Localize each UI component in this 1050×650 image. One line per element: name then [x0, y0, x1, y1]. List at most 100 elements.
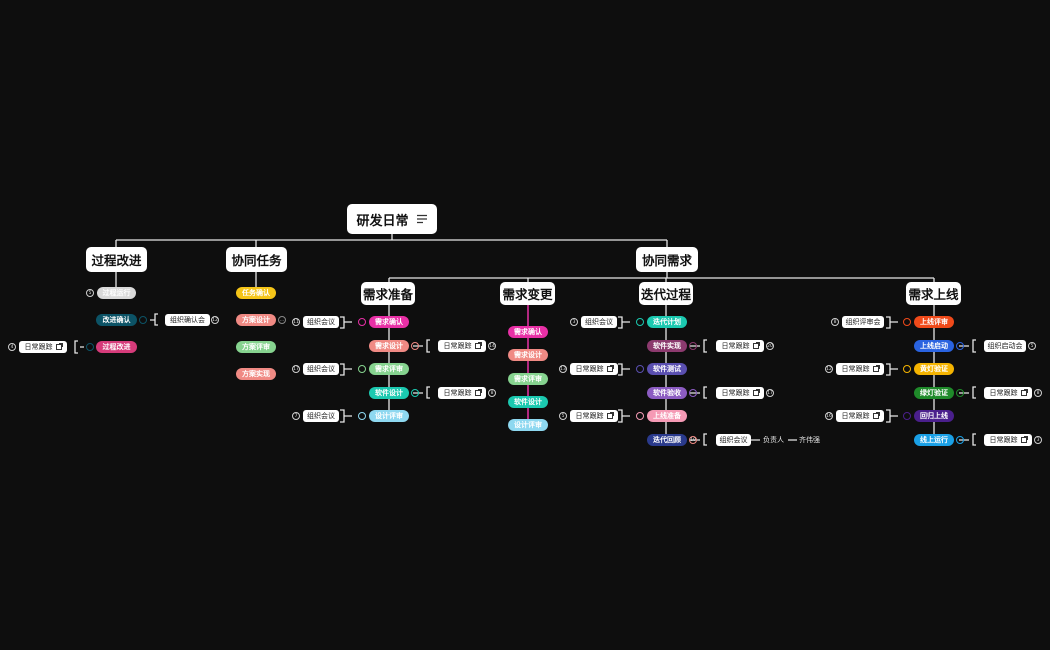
external-link-icon	[752, 389, 760, 396]
branch-label: 过程改进	[91, 253, 142, 268]
node-task-confirm[interactable]: 任务确认	[236, 287, 276, 299]
count-badge: 16	[825, 412, 833, 420]
count-badge: 12	[825, 365, 833, 373]
note-daily-track[interactable]: 日常跟踪	[984, 434, 1032, 446]
external-link-icon	[1020, 389, 1028, 396]
node-launch-green[interactable]: 绿灯验证	[914, 387, 954, 399]
count-badge: 5	[86, 289, 94, 297]
count-badge	[411, 389, 419, 397]
count-badge	[411, 342, 419, 350]
node-prep-design[interactable]: 需求设计	[369, 340, 409, 352]
branch-launch[interactable]: 需求上线	[906, 282, 961, 305]
count-badge	[86, 343, 94, 351]
note-org-meeting[interactable]: 组织会议	[303, 363, 339, 375]
branch-label: 需求上线	[908, 287, 959, 302]
count-badge	[956, 342, 964, 350]
note-label: 日常跟踪	[575, 365, 604, 373]
node-change-design[interactable]: 需求设计	[508, 349, 548, 361]
node-task-review[interactable]: 方案评审	[236, 341, 276, 353]
branch-iteration[interactable]: 迭代过程	[639, 282, 693, 305]
external-link-icon	[474, 389, 482, 396]
branch-label: 需求准备	[362, 287, 413, 302]
note-org-meeting[interactable]: 组织会议	[303, 316, 339, 328]
note-label: 日常跟踪	[989, 389, 1018, 397]
count-badge: 5	[1028, 342, 1036, 350]
count-badge	[903, 365, 911, 373]
count-badge	[139, 316, 147, 324]
owner-label: 负责人	[763, 436, 784, 444]
branch-collab-demand[interactable]: 协同需求	[636, 247, 698, 272]
external-link-icon	[1020, 436, 1028, 443]
node-improve-run[interactable]: 过程运行	[97, 287, 136, 299]
count-badge: 8	[831, 318, 839, 326]
owner-name: 齐伟强	[799, 436, 820, 444]
note-daily-track[interactable]: 日常跟踪	[984, 387, 1032, 399]
node-iter-plan[interactable]: 迭代计划	[647, 316, 687, 328]
node-iter-test[interactable]: 软件测试	[647, 363, 687, 375]
count-badge: 20	[766, 342, 774, 350]
count-badge	[358, 365, 366, 373]
note-org-meeting[interactable]: 组织会议	[716, 434, 751, 446]
count-badge: 3	[570, 318, 578, 326]
note-label: 日常跟踪	[721, 389, 750, 397]
node-launch-back[interactable]: 回归上线	[914, 410, 954, 422]
count-badge: 11	[292, 318, 300, 326]
external-link-icon	[872, 412, 880, 419]
note-label: 日常跟踪	[443, 342, 472, 350]
node-change-design-review[interactable]: 设计评审	[508, 419, 548, 431]
count-badge	[358, 412, 366, 420]
note-daily-track[interactable]: 日常跟踪	[716, 387, 764, 399]
notes-icon	[416, 214, 427, 224]
node-task-implement[interactable]: 方案实现	[236, 368, 276, 380]
branch-demand-change[interactable]: 需求变更	[500, 282, 555, 305]
note-daily-track[interactable]: 日常跟踪	[570, 410, 618, 422]
note-org-review[interactable]: 组织评审会	[842, 316, 884, 328]
node-launch-yellow[interactable]: 黄灯验证	[914, 363, 954, 375]
node-iter-launch-prep[interactable]: 上线准备	[647, 410, 687, 422]
node-iter-retro[interactable]: 迭代回顾	[647, 434, 687, 446]
note-org-meeting[interactable]: 组织会议	[303, 410, 339, 422]
node-change-confirm[interactable]: 需求确认	[508, 326, 548, 338]
note-daily-track[interactable]: 日常跟踪	[438, 387, 486, 399]
external-link-icon	[55, 343, 63, 350]
node-improve-confirm[interactable]: 改进确认	[96, 314, 137, 326]
branch-label: 协同任务	[231, 253, 282, 268]
node-prep-design-review[interactable]: 设计评审	[369, 410, 409, 422]
note-label: 日常跟踪	[989, 436, 1018, 444]
node-launch-start[interactable]: 上线启动	[914, 340, 954, 352]
note-daily-track[interactable]: 日常跟踪	[716, 340, 764, 352]
root-node[interactable]: 研发日常	[347, 204, 437, 234]
node-change-software-design[interactable]: 软件设计	[508, 396, 548, 408]
node-improve-process[interactable]: 过程改进	[96, 341, 137, 353]
note-daily-track[interactable]: 日常跟踪	[570, 363, 618, 375]
count-badge	[358, 318, 366, 326]
count-badge	[956, 436, 964, 444]
node-launch-online[interactable]: 线上运行	[914, 434, 954, 446]
count-badge	[636, 412, 644, 420]
node-task-design[interactable]: 方案设计	[236, 314, 276, 326]
node-iter-implement[interactable]: 软件实现	[647, 340, 687, 352]
node-prep-confirm[interactable]: 需求确认	[369, 316, 409, 328]
note-org-start[interactable]: 组织启动会	[984, 340, 1026, 352]
more-icon: …	[278, 316, 286, 324]
branch-process-improvement[interactable]: 过程改进	[86, 247, 147, 272]
note-daily-track[interactable]: 日常跟踪	[836, 363, 884, 375]
note-org-meeting[interactable]: 组织会议	[581, 316, 617, 328]
node-prep-software-design[interactable]: 软件设计	[369, 387, 409, 399]
branch-label: 迭代过程	[640, 287, 691, 302]
note-org-confirm[interactable]: 组织确认会	[165, 314, 210, 326]
node-prep-review[interactable]: 需求评审	[369, 363, 409, 375]
branch-demand-prep[interactable]: 需求准备	[361, 282, 415, 305]
count-badge	[689, 342, 697, 350]
count-badge	[636, 318, 644, 326]
note-daily-track[interactable]: 日常跟踪	[19, 341, 67, 353]
note-daily-track[interactable]: 日常跟踪	[438, 340, 486, 352]
note-daily-track[interactable]: 日常跟踪	[836, 410, 884, 422]
count-badge	[903, 412, 911, 420]
branch-collab-task[interactable]: 协同任务	[226, 247, 287, 272]
node-iter-accept[interactable]: 软件验收	[647, 387, 687, 399]
count-badge: 14	[488, 342, 496, 350]
node-launch-review[interactable]: 上线评审	[914, 316, 954, 328]
node-change-review[interactable]: 需求评审	[508, 373, 548, 385]
